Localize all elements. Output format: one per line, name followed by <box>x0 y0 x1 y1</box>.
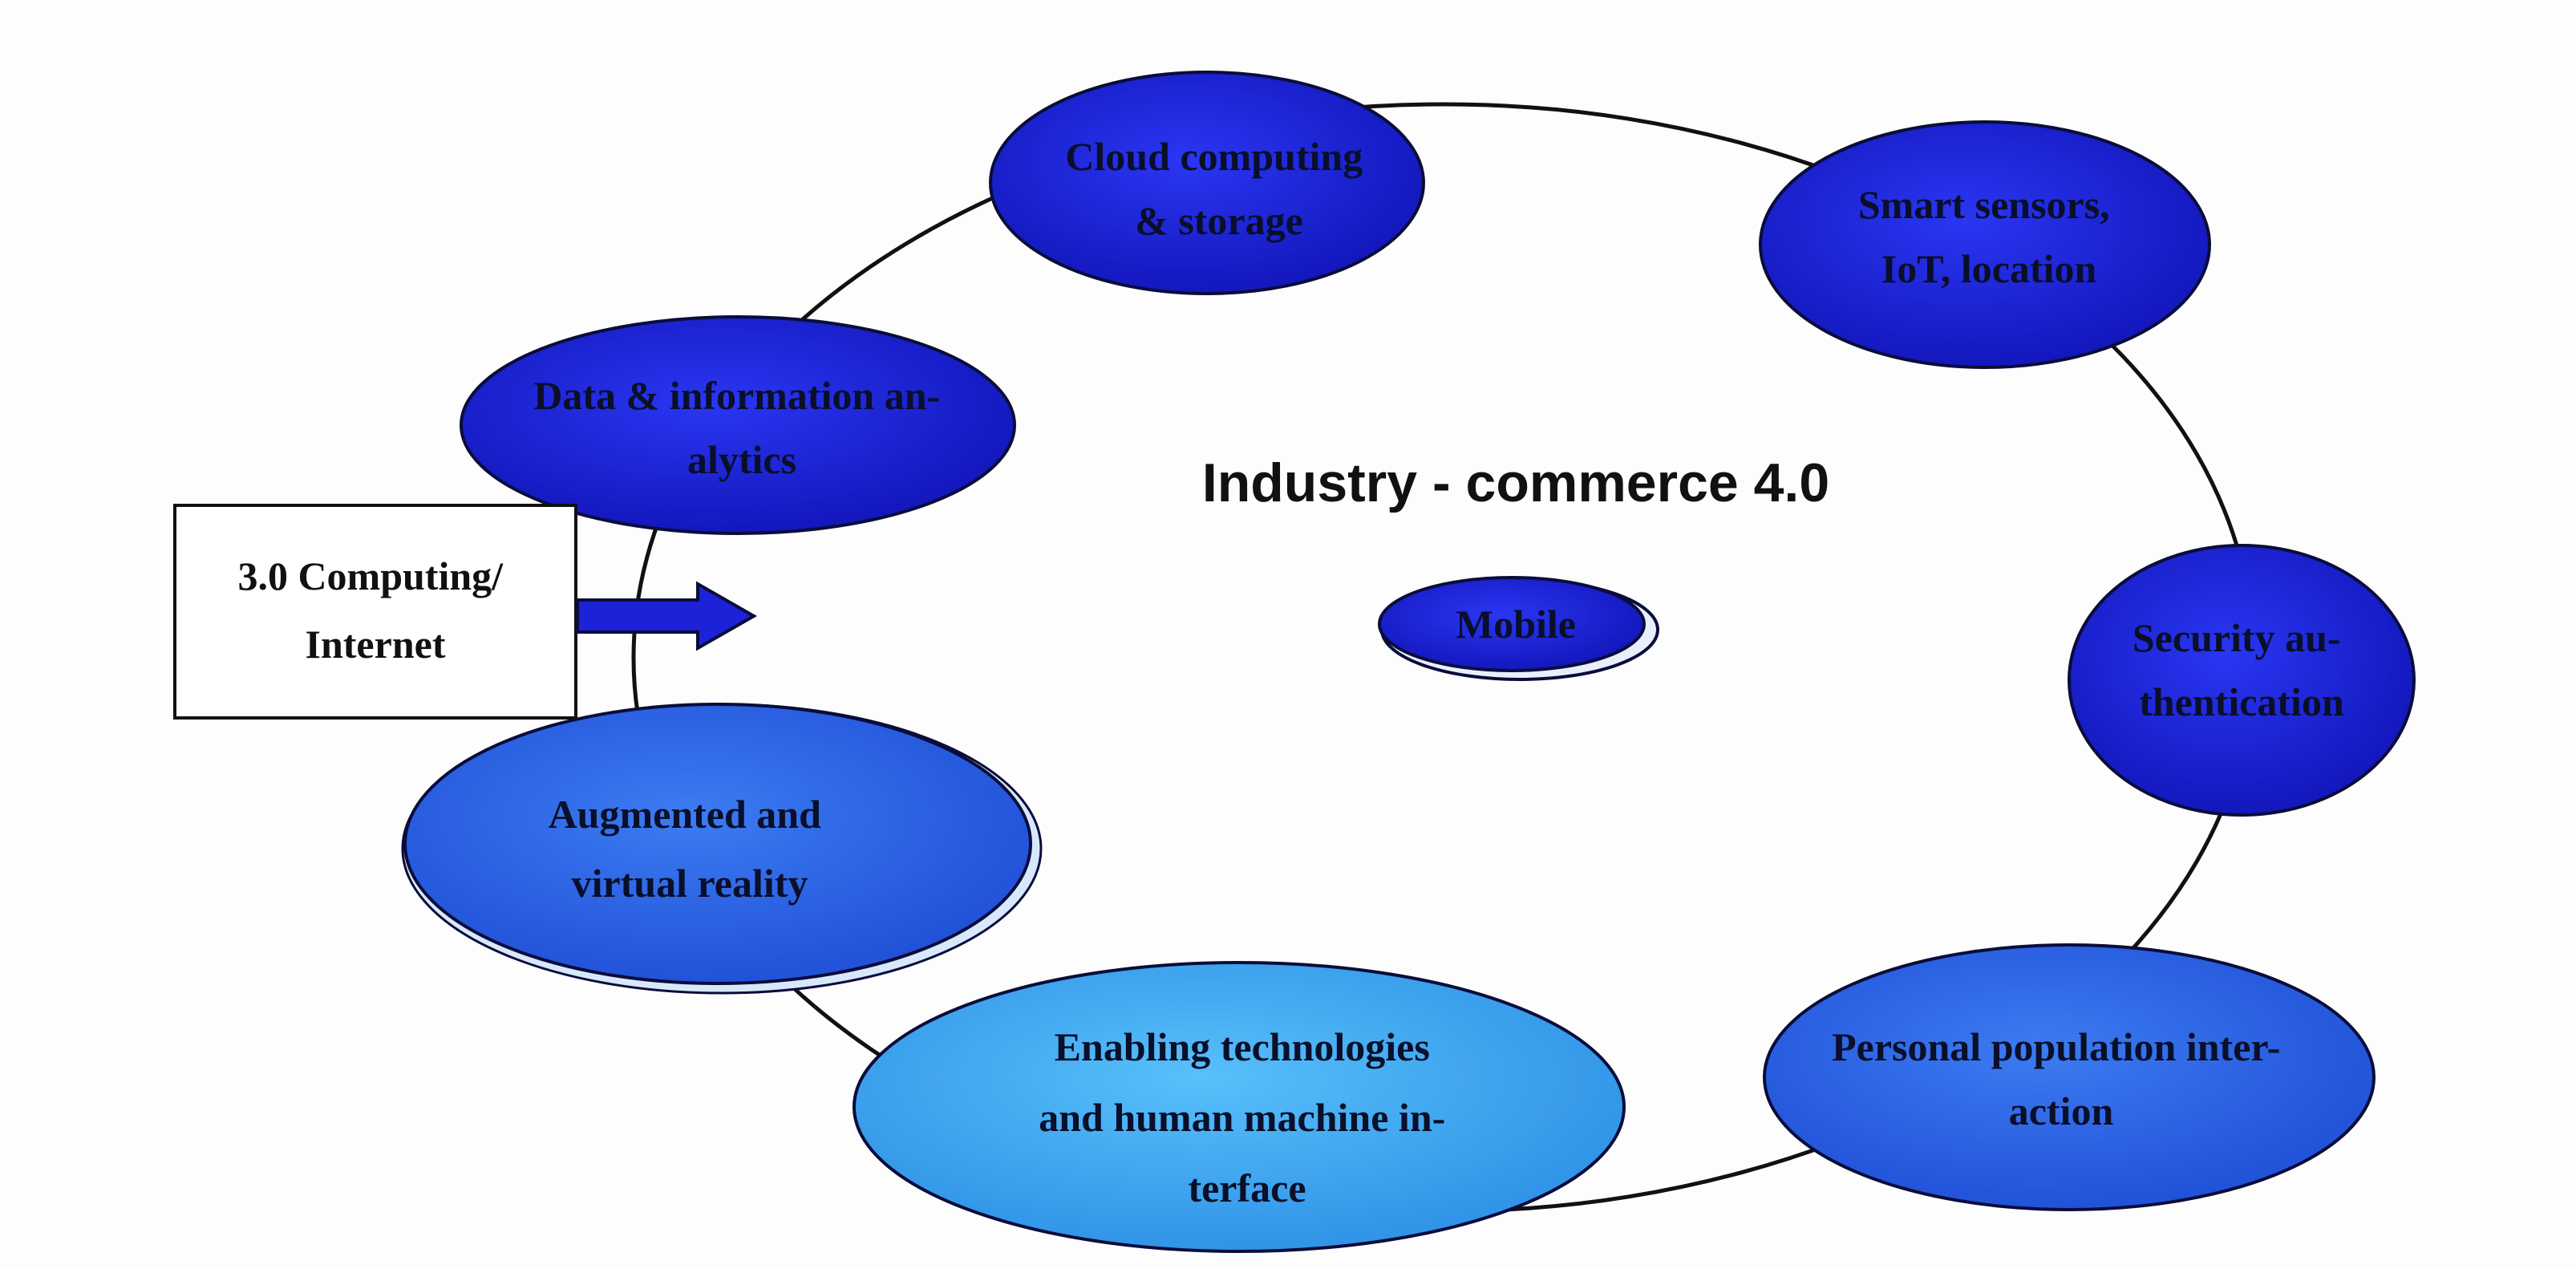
transition-arrow <box>576 581 758 651</box>
node-sensors-line-1: Smart sensors, <box>1858 182 2110 227</box>
node-security: Security au- thentication <box>2068 544 2416 817</box>
center-node-label: Mobile <box>1456 602 1576 647</box>
node-arvr-line-1: Augmented and <box>549 792 822 837</box>
svg-text:Personal population inter-: Personal population inter- action <box>1832 1024 2290 1133</box>
node-personal-population: Personal population inter- action <box>1763 943 2376 1211</box>
node-cloud-line-2: & storage <box>1135 198 1303 243</box>
source-box: 3.0 Computing/ Internet <box>173 504 577 720</box>
node-analytics-line-1: Data & information an- <box>533 373 940 418</box>
svg-text:Data & information an-: Data & information an- alytics <box>533 373 950 482</box>
svg-text:Enabling technologies: Enabling technologies and human machine … <box>1039 1024 1456 1210</box>
node-enabling-technologies: Enabling technologies and human machine … <box>853 961 1626 1253</box>
node-personal-line-1: Personal population inter- <box>1832 1024 2280 1069</box>
svg-text:Smart sensors, IoT, lo: Smart sensors, IoT, location <box>1858 182 2120 291</box>
source-box-line-2: Internet <box>306 622 446 667</box>
node-analytics-line-2: alytics <box>687 437 796 482</box>
node-data-analytics: Data & information an- alytics <box>460 315 1016 535</box>
svg-text:Augmented and virtual: Augmented and virtual reality <box>549 792 832 906</box>
node-enabling-line-3: terface <box>1188 1166 1306 1210</box>
node-smart-sensors: Smart sensors, IoT, location <box>1759 120 2211 369</box>
node-augmented-reality: Augmented and virtual reality <box>401 703 1043 995</box>
svg-text:Cloud computing & stor: Cloud computing & storage <box>1065 134 1372 243</box>
center-node: Mobile <box>1378 576 1659 681</box>
svg-text:Security au- thenticat: Security au- thentication <box>2132 615 2351 724</box>
svg-text:3.0 Computing/ Interne: 3.0 Computing/ Internet <box>237 553 512 667</box>
node-cloud-computing: Cloud computing & storage <box>989 71 1425 295</box>
node-enabling-line-2: and human machine in- <box>1039 1095 1445 1140</box>
node-personal-line-2: action <box>2009 1089 2114 1133</box>
node-sensors-line-2: IoT, location <box>1881 246 2097 291</box>
source-box-line-1: 3.0 Computing/ <box>237 553 504 598</box>
node-enabling-line-1: Enabling technologies <box>1055 1024 1430 1069</box>
node-security-line-1: Security au- <box>2132 615 2341 660</box>
node-security-line-2: thentication <box>2139 679 2344 724</box>
node-cloud-line-1: Cloud computing <box>1065 134 1363 179</box>
node-arvr-line-2: virtual reality <box>572 861 808 906</box>
diagram-title: Industry - commerce 4.0 <box>1202 452 1829 513</box>
